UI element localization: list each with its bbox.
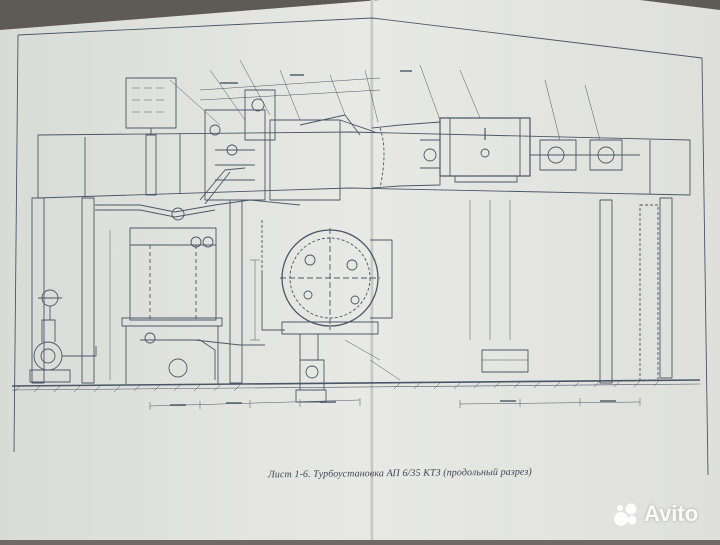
avito-logo-icon [614, 503, 637, 526]
column-right-2 [659, 197, 673, 379]
instrument-panel [125, 77, 177, 196]
floor-tray [481, 349, 529, 373]
ground-line [11, 379, 701, 387]
column-left-2 [81, 197, 95, 384]
avito-watermark: Avito [612, 500, 698, 528]
column-right [599, 199, 613, 384]
tank [121, 227, 223, 384]
pump-assembly [29, 289, 97, 383]
condenser [280, 228, 393, 403]
pipe-run [95, 199, 301, 213]
generator [439, 117, 531, 183]
column-left [31, 197, 45, 384]
lower-pipe [140, 339, 216, 380]
drawing-frame [17, 17, 709, 476]
watermark-text: Avito [644, 501, 699, 526]
exciter [420, 139, 640, 171]
